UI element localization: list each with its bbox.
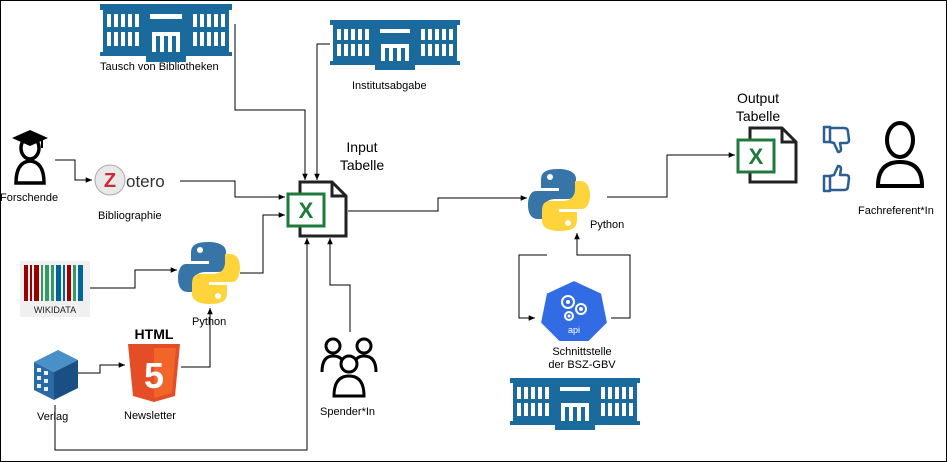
edge-input-python xyxy=(348,195,527,212)
html5-icon: HTML 5 xyxy=(126,326,182,404)
edge-tausch-input xyxy=(234,24,308,180)
institut-label: Institutsabgabe xyxy=(352,80,427,92)
excel-icon: X xyxy=(286,180,348,238)
spender-label: Spender*In xyxy=(320,406,376,418)
output-title: Output Tabelle xyxy=(728,89,788,125)
tausch-label: Tausch von Bibliotheken xyxy=(100,61,219,73)
building-icon xyxy=(510,378,640,430)
forschende-label: Forschende xyxy=(0,192,59,204)
zotero-wordmark: otero xyxy=(126,172,165,191)
wikidata-wordmark: WIKIDATA xyxy=(34,305,76,315)
html5-number: 5 xyxy=(144,355,164,396)
edge-zotero-input xyxy=(180,180,285,200)
schnittstelle-line2: der BSZ-GBV xyxy=(548,359,616,371)
edge-forschende-zotero xyxy=(55,159,92,183)
schnittstelle-label: Schnittstelle der BSZ-GBV xyxy=(542,346,622,372)
excel-x-letter: X xyxy=(299,198,314,223)
edge-verlag-input xyxy=(54,238,310,451)
building-icon xyxy=(100,4,232,62)
edge-api-python xyxy=(574,233,631,319)
user-icon xyxy=(874,118,926,190)
input-title: Input Tabelle xyxy=(332,138,392,174)
bibliographie-label: Bibliographie xyxy=(98,210,162,222)
api-icon: api xyxy=(538,278,610,344)
building-icon xyxy=(330,20,460,70)
edge-institut-input xyxy=(314,43,330,180)
output-title-line2: Tabelle xyxy=(735,108,781,124)
zotero-logo: Z otero xyxy=(93,163,177,197)
api-text: api xyxy=(568,325,580,335)
edge-python-input xyxy=(240,212,285,274)
newsletter-label: Newsletter xyxy=(124,410,176,422)
edge-spender-input xyxy=(327,238,351,332)
users-icon xyxy=(320,334,378,398)
input-title-line2: Tabelle xyxy=(339,157,385,173)
graduate-icon xyxy=(10,126,50,186)
output-title-line1: Output xyxy=(736,90,780,106)
edge-verlag-html xyxy=(78,362,125,374)
edge-python-api xyxy=(518,254,547,321)
zotero-z-letter: Z xyxy=(104,170,116,192)
publisher-building-icon xyxy=(28,346,80,402)
schnittstelle-line1: Schnittstelle xyxy=(552,346,612,358)
python-icon xyxy=(178,240,240,306)
edge-python-output xyxy=(607,152,735,198)
excel-icon: X xyxy=(736,126,798,184)
python-mid-label: Python xyxy=(590,219,625,231)
edge-wikidata-python xyxy=(90,267,177,289)
input-title-line1: Input xyxy=(346,139,378,155)
thumb-up-icon xyxy=(822,164,852,194)
python-icon xyxy=(528,167,590,233)
python-left-label: Python xyxy=(192,316,227,328)
verlag-label: Verlag xyxy=(37,411,69,423)
edge-html-python xyxy=(181,308,213,368)
excel-x-letter: X xyxy=(749,144,764,169)
html-wordmark: HTML xyxy=(135,326,174,342)
fachreferent-label: Fachreferent*In xyxy=(858,205,934,217)
thumb-down-icon xyxy=(822,124,852,154)
wikidata-logo: WIKIDATA xyxy=(20,261,90,317)
